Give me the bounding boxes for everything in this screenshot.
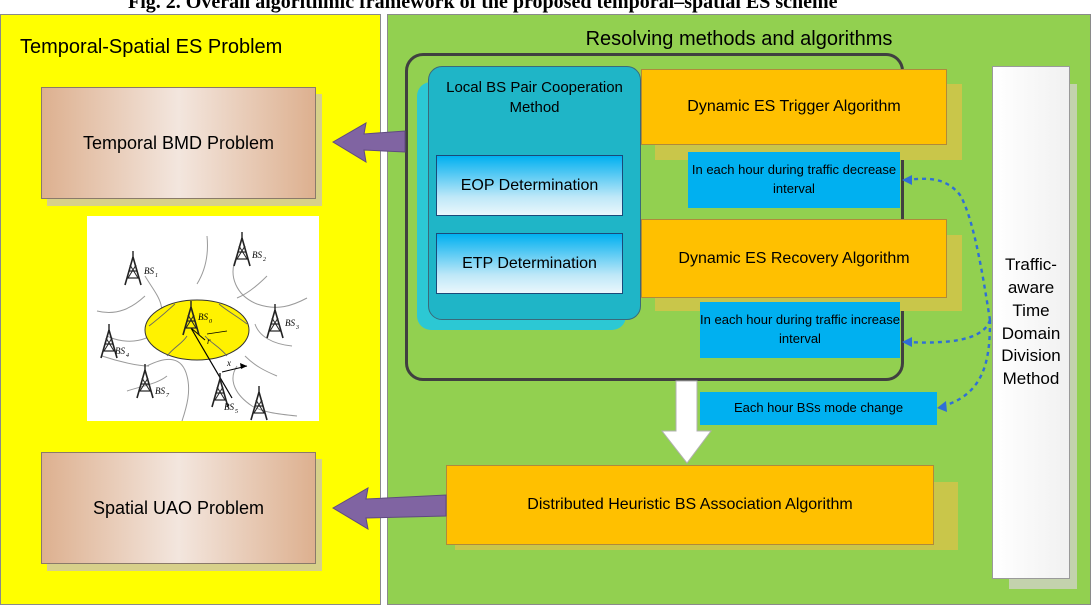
radius-label: r (207, 336, 211, 346)
svg-text:4: 4 (126, 352, 129, 359)
spatial-uao-problem-box: Spatial UAO Problem (41, 452, 316, 564)
dashed-to-decrease (904, 177, 992, 321)
arrow-to-uao (332, 487, 447, 530)
left-panel-title: Temporal-Spatial ES Problem (20, 36, 283, 58)
bs1-label: BS (144, 266, 154, 276)
decrease-interval-note: In each hour during traffic decrease int… (688, 152, 900, 208)
increase-interval-note: In each hour during traffic increase int… (700, 302, 900, 358)
temporal-bmd-problem-box: Temporal BMD Problem (41, 87, 316, 199)
bs3-label: BS (285, 318, 295, 328)
dynamic-es-trigger-algorithm-box: Dynamic ES Trigger Algorithm (641, 69, 947, 145)
svg-text:1: 1 (155, 273, 158, 279)
bs5-label: BS (224, 402, 234, 412)
right-panel-title: Resolving methods and algorithms (585, 28, 893, 50)
eop-determination-box: EOP Determination (436, 155, 623, 216)
svg-text:5: 5 (235, 409, 238, 415)
bs6-label: BS (155, 386, 165, 396)
mode-change-note: Each hour BSs mode change (700, 392, 937, 425)
x-label: x (226, 358, 231, 368)
resolving-methods-frame (405, 53, 904, 381)
bs0-label: BS (198, 312, 208, 322)
bs2-label: BS (252, 250, 262, 260)
arrow-to-bmd (332, 122, 406, 163)
bs4-label: BS (115, 346, 125, 356)
svg-text:3: 3 (295, 325, 299, 331)
traffic-aware-time-domain-division-box: Traffic-aware Time Domain Division Metho… (992, 66, 1070, 579)
down-arrow (660, 380, 712, 464)
svg-text:7: 7 (166, 393, 170, 399)
etp-determination-box: ETP Determination (436, 233, 623, 294)
dashed-to-increase (904, 319, 992, 344)
local-method-title: Local BS Pair Cooperation Method (446, 79, 623, 116)
dashed-to-mode-change (939, 319, 992, 409)
svg-text:2: 2 (263, 257, 266, 263)
dynamic-es-recovery-algorithm-box: Dynamic ES Recovery Algorithm (641, 219, 947, 298)
figure-caption: Fig. 2. Overall algorithmic framework of… (128, 0, 838, 13)
svg-text:0: 0 (209, 319, 212, 325)
distributed-heuristic-bs-association-box: Distributed Heuristic BS Association Alg… (446, 465, 934, 545)
